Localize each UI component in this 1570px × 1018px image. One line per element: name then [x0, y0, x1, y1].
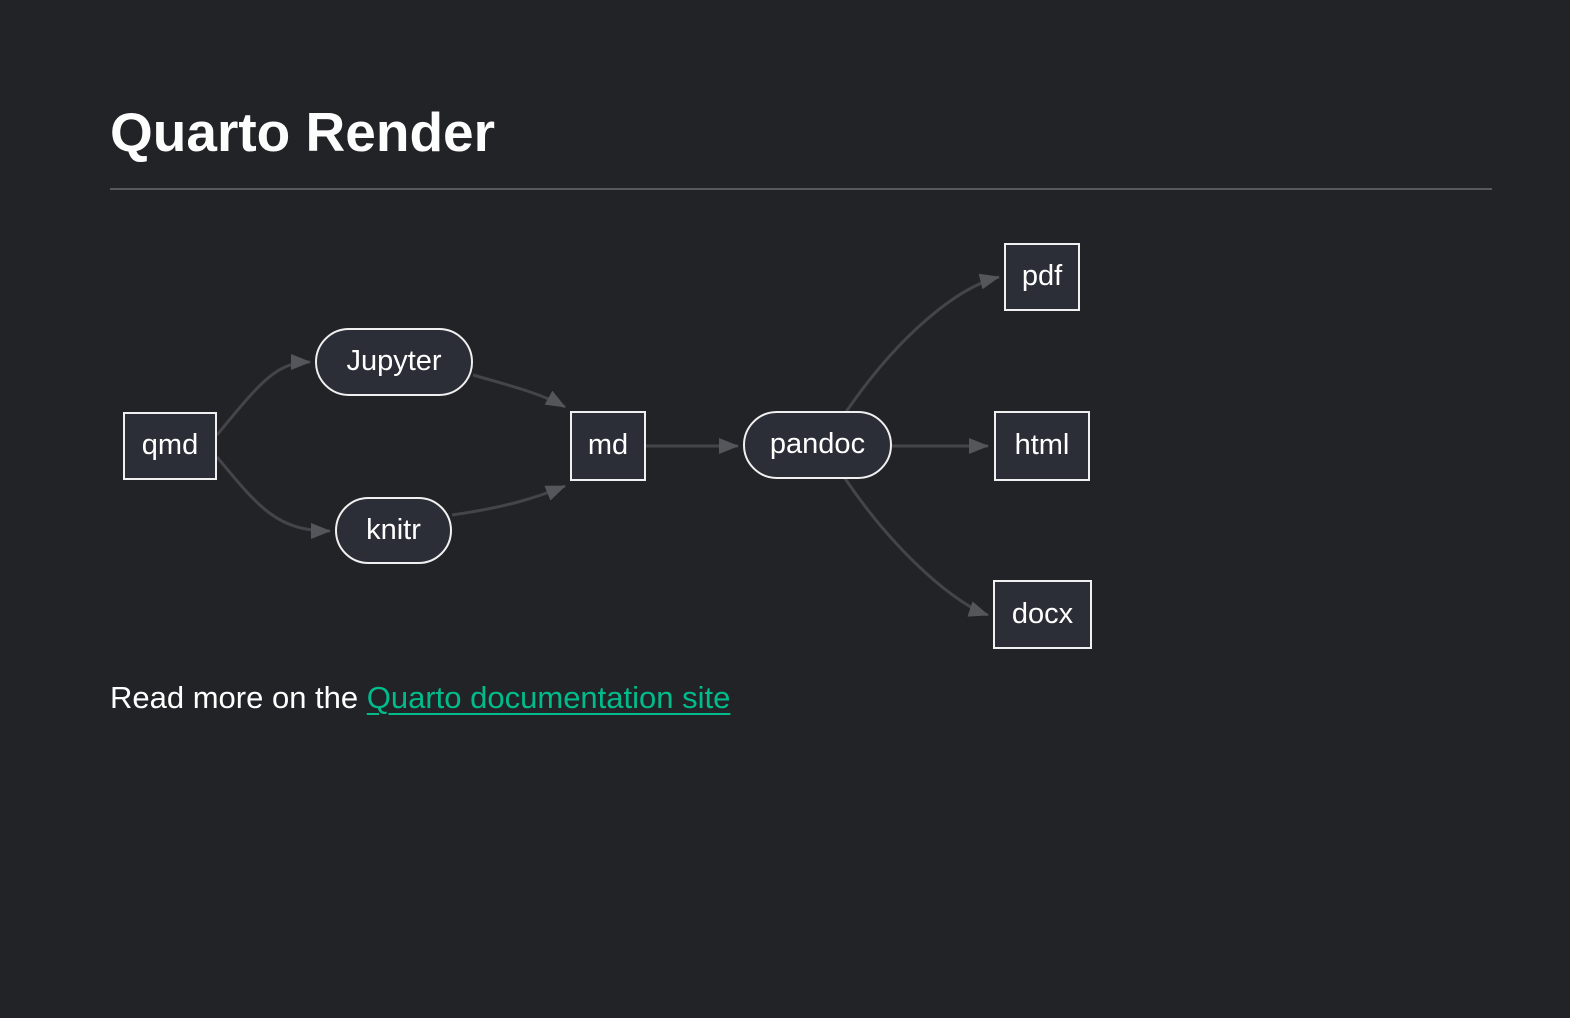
node-qmd: qmd: [123, 411, 217, 480]
node-docx: docx: [993, 579, 1092, 649]
node-knitr: knitr: [335, 496, 452, 564]
node-md: md: [570, 410, 646, 481]
page-content: Quarto Render qmd Jupyter knitr md pando…: [110, 102, 1492, 717]
node-html: html: [994, 410, 1090, 481]
page-title: Quarto Render: [110, 101, 496, 163]
edge-qmd-knitr: [215, 455, 331, 539]
quarto-docs-link[interactable]: Quarto documentation site: [366, 679, 731, 715]
edge-jupyter-md: [472, 373, 566, 408]
edge-pandoc-pdf: [842, 273, 1000, 416]
quarto-render-flowchart: qmd Jupyter knitr md pandoc pdf html doc…: [110, 225, 1492, 665]
edge-pandoc-docx: [842, 475, 989, 617]
divider: [110, 187, 1492, 190]
node-jupyter: Jupyter: [315, 327, 473, 396]
read-more-prefix: Read more on the: [110, 679, 367, 715]
edge-knitr-md: [451, 484, 566, 516]
read-more-text: Read more on the Quarto documentation si…: [110, 679, 1492, 718]
flowchart-edges: [215, 273, 1000, 617]
node-pdf: pdf: [1004, 242, 1080, 311]
node-pandoc: pandoc: [743, 410, 892, 479]
edge-qmd-jupyter: [215, 353, 311, 436]
